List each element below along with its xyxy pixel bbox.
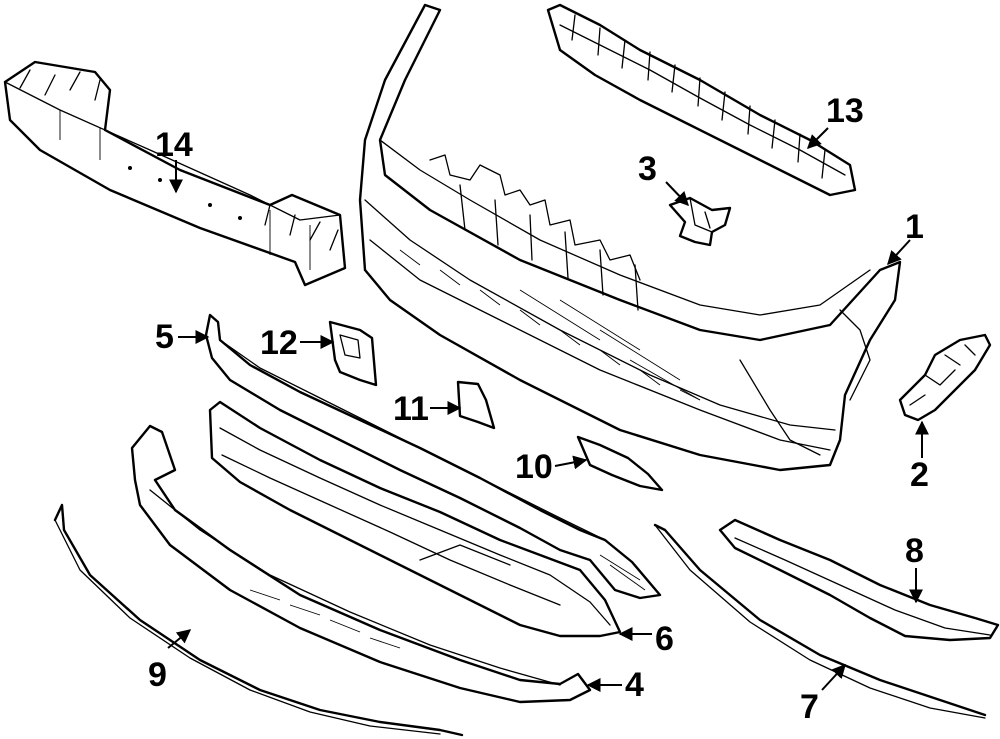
part-3-bracket [668, 196, 732, 247]
callout-14: 14 [155, 126, 193, 194]
callout-12: 12 [260, 324, 335, 362]
callout-label-9: 9 [148, 656, 167, 694]
part-7-lower-strip [653, 523, 987, 719]
callout-label-6: 6 [655, 620, 674, 658]
part-9-lower-strip [53, 503, 464, 737]
callout-label-4: 4 [625, 666, 644, 704]
callout-label-2: 2 [910, 456, 929, 494]
callout-3: 3 [638, 150, 689, 207]
callout-label-12: 12 [260, 324, 298, 362]
callout-9: 9 [148, 629, 192, 694]
callout-6: 6 [618, 620, 674, 658]
callout-4: 4 [586, 666, 644, 704]
part-11-small-cover [456, 380, 496, 430]
callout-label-7: 7 [800, 688, 819, 726]
callout-label-8: 8 [905, 532, 924, 570]
part-5-molding-strip [204, 313, 662, 600]
callout-11: 11 [393, 390, 462, 428]
part-10-trim-piece [576, 435, 664, 492]
callout-10: 10 [515, 448, 588, 486]
callout-2: 2 [910, 420, 929, 494]
callout-13: 13 [807, 92, 864, 149]
callout-label-3: 3 [638, 150, 657, 188]
callout-label-1: 1 [905, 208, 924, 246]
callout-1: 1 [887, 208, 924, 266]
part-8-side-trim [718, 518, 1000, 642]
callout-5: 5 [155, 318, 210, 356]
callout-8: 8 [905, 532, 924, 604]
part-12-plate-bracket [328, 320, 378, 387]
part-13-energy-absorber [546, 3, 857, 197]
callout-label-5: 5 [155, 318, 174, 356]
callout-label-10: 10 [515, 448, 553, 486]
part-4-spoiler [130, 424, 592, 704]
part-2-side-bracket [898, 333, 992, 422]
callout-label-14: 14 [155, 126, 193, 164]
callout-7: 7 [800, 663, 846, 726]
part-1-bumper-cover [358, 3, 902, 472]
callout-label-13: 13 [826, 92, 864, 130]
callout-label-11: 11 [393, 390, 429, 428]
